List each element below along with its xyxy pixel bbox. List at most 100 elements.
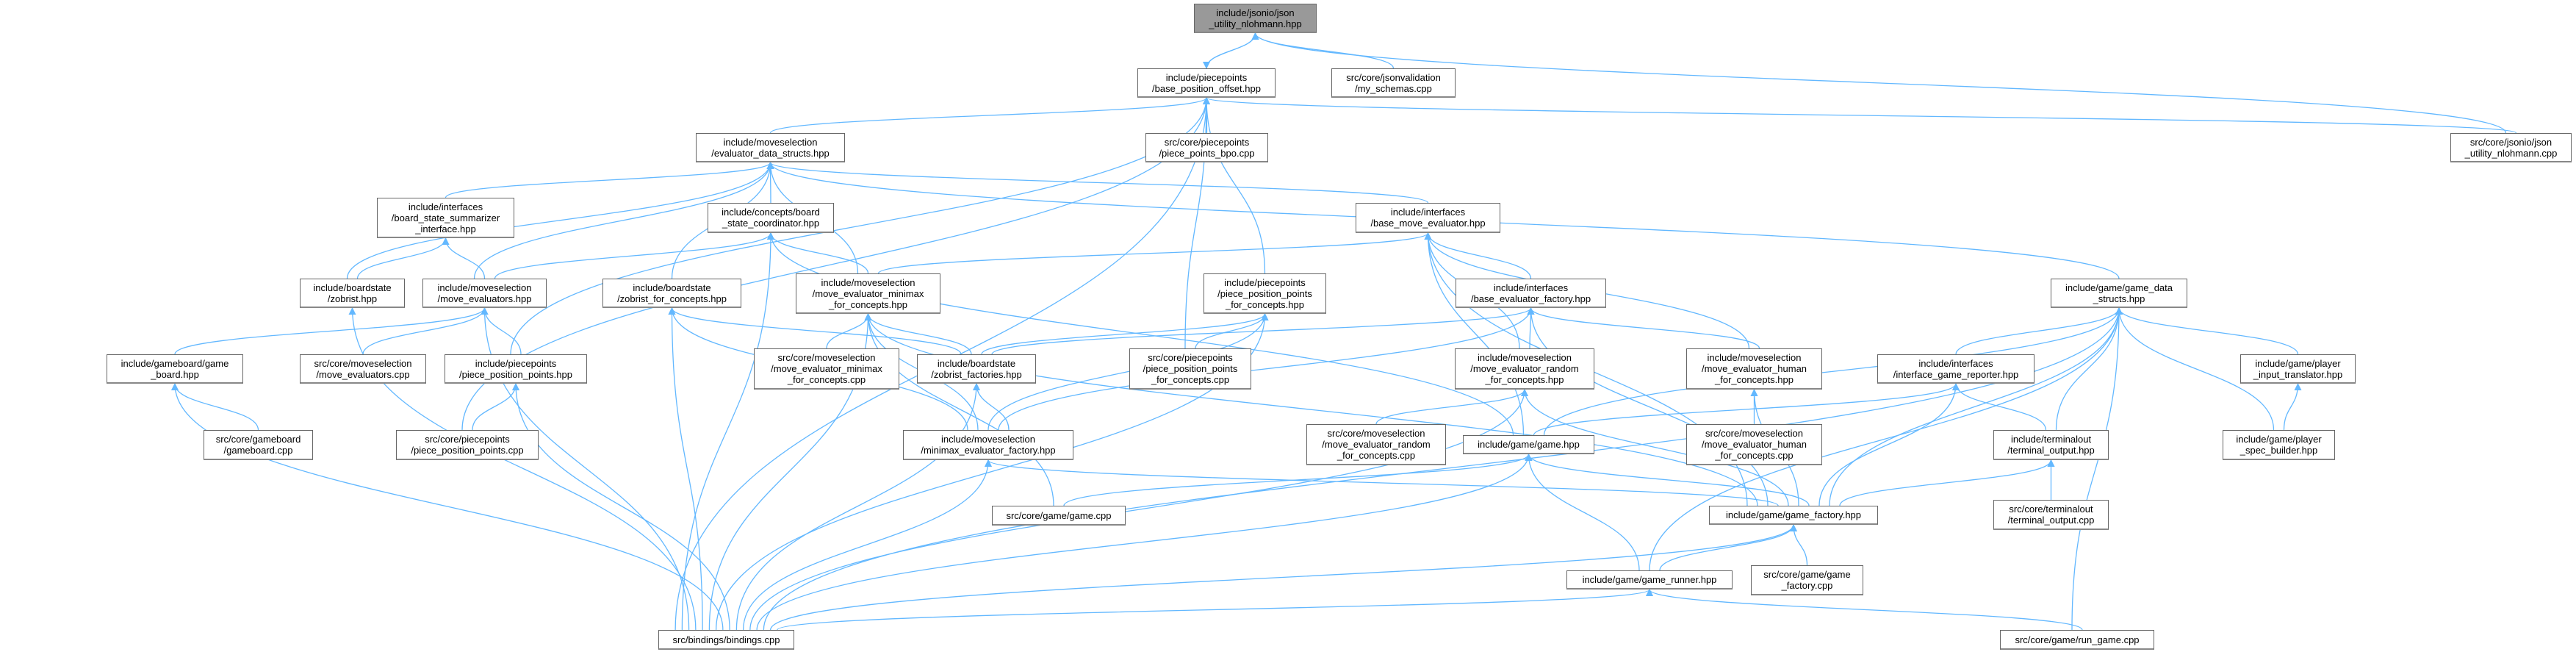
edge-bef-to-bme	[1424, 232, 1532, 279]
node-mmfc-cpp[interactable]: src/core/moveselection/move_evaluator_mi…	[754, 348, 899, 390]
edge-bme-to-eds	[766, 162, 1429, 204]
edge-bindings-to-mef	[742, 459, 992, 631]
edge-mmfc-hpp-to-coordinator	[767, 232, 869, 274]
node-hfc-cpp[interactable]: src/core/moveselection/move_evaluator_hu…	[1686, 424, 1822, 465]
edge-bindings-to-ppp-hpp	[512, 383, 730, 631]
node-mmfc-hpp[interactable]: include/moveselection/move_evaluator_min…	[796, 273, 940, 314]
edge-summarizer-to-eds	[445, 162, 774, 198]
node-spec[interactable]: include/game/player_spec_builder.hpp	[2223, 430, 2335, 460]
node-label-line: src/core/moveselection	[1327, 428, 1425, 439]
node-gds[interactable]: include/game/game_data_structs.hpp	[2051, 279, 2187, 308]
node-input-tr[interactable]: include/game/player_input_translator.hpp	[2240, 354, 2356, 384]
node-label-line: src/core/game/game	[1763, 569, 1851, 580]
node-label-line: /piece_points_bpo.cpp	[1159, 147, 1255, 159]
node-label-line: /move_evaluator_random	[1470, 363, 1579, 374]
node-rfc-cpp[interactable]: src/core/moveselection/move_evaluator_ra…	[1306, 424, 1446, 465]
node-label-line: include/piecepoints	[1165, 71, 1248, 83]
node-label-line: src/core/moveselection	[1705, 428, 1803, 439]
edge-json-cpp-to-json-hpp	[1251, 32, 2507, 134]
node-label-line: /piece_position_points.hpp	[459, 368, 572, 380]
edge-zf-to-mmfc-hpp	[864, 313, 972, 355]
node-gameboard-cpp[interactable]: src/core/gameboard/gameboard.cpp	[204, 430, 313, 460]
node-zobrist[interactable]: include/boardstate/zobrist.hpp	[300, 279, 405, 308]
node-gf-cpp[interactable]: src/core/game/game_factory.cpp	[1751, 565, 1863, 595]
node-label-line: _board.hpp	[151, 368, 199, 380]
node-label-line: /evaluator_data_structs.hpp	[711, 147, 830, 159]
node-label-line: _for_concepts.hpp	[1485, 374, 1564, 385]
node-runner[interactable]: include/game/game_runner.hpp	[1566, 570, 1733, 590]
edge-rfc-cpp-to-rfc-hpp	[1375, 389, 1528, 425]
edge-zf-to-zfc	[668, 307, 962, 355]
edge-bindings-to-zfc	[668, 307, 703, 631]
node-label-line: _utility_nlohmann.hpp	[1209, 18, 1302, 29]
node-bme[interactable]: include/interfaces/base_move_evaluator.h…	[1356, 203, 1500, 233]
node-label-line: src/core/moveselection	[314, 357, 412, 369]
node-label-line: /interface_game_reporter.hpp	[1893, 368, 2019, 380]
node-label-line: src/core/jsonvalidation	[1346, 71, 1441, 83]
node-label-line: _spec_builder.hpp	[2239, 445, 2318, 456]
edge-gameboard-to-mev-hpp	[174, 307, 489, 355]
node-label-line: /piece_position_points	[1217, 287, 1312, 299]
node-ppp-cpp[interactable]: src/core/piecepoints/piece_position_poin…	[396, 430, 539, 460]
node-reporter[interactable]: include/interfaces/interface_game_report…	[1877, 354, 2034, 384]
node-my-schemas[interactable]: src/core/jsonvalidation/my_schemas.cpp	[1331, 68, 1456, 98]
node-to-cpp[interactable]: src/core/terminalout/terminal_output.cpp	[1993, 500, 2109, 530]
node-bindings[interactable]: src/bindings/bindings.cpp	[658, 630, 794, 650]
node-ppp-hpp[interactable]: include/piecepoints/piece_position_point…	[445, 354, 587, 384]
node-gameboard[interactable]: include/gameboard/game_board.hpp	[107, 354, 243, 384]
node-to-hpp[interactable]: include/terminalout/terminal_output.hpp	[1993, 430, 2109, 460]
edge-reporter-to-gds	[1955, 307, 2123, 355]
edge-gf-hpp-to-game-hpp	[1525, 454, 1810, 506]
edge-game-hpp-to-gds	[1543, 307, 2123, 436]
edge-ppp-hpp-to-bpo-hpp	[510, 97, 1210, 355]
node-summarizer[interactable]: include/interfaces/board_state_summarize…	[377, 198, 514, 238]
node-label-line: include/terminalout	[2010, 434, 2092, 445]
edge-bindings-to-gf-hpp	[769, 524, 1797, 631]
node-hfc-hpp[interactable]: include/moveselection/move_evaluator_hum…	[1686, 348, 1822, 390]
node-pppfc-hpp[interactable]: include/piecepoints/piece_position_point…	[1204, 273, 1326, 314]
edge-mmfc-hpp-to-bme	[877, 232, 1432, 274]
node-game-hpp[interactable]: include/game/game.hpp	[1463, 435, 1594, 454]
edge-gameboard-cpp-to-gameboard	[171, 383, 259, 431]
node-label-line: /move_evaluator_minimax	[812, 287, 924, 299]
node-mef[interactable]: include/moveselection/minimax_evaluator_…	[903, 430, 1073, 460]
edge-zobrist-to-eds	[346, 162, 774, 279]
node-label-line: /piece_position_points.cpp	[411, 445, 524, 456]
node-coordinator[interactable]: include/concepts/board_state_coordinator…	[708, 203, 834, 233]
node-label-line: include/piecepoints	[475, 357, 557, 369]
edge-gf-hpp-to-mmfc-hpp	[864, 313, 1758, 506]
edge-runner-to-gds	[1649, 307, 2123, 571]
edge-zf-to-bef	[991, 307, 1535, 355]
node-rfc-hpp[interactable]: include/moveselection/move_evaluator_ran…	[1455, 348, 1594, 390]
node-json-hpp: include/jsonio/json_utility_nlohmann.hpp	[1194, 4, 1317, 33]
edge-ppp-cpp-to-ppp-hpp	[472, 383, 519, 431]
node-label-line: /move_evaluator_minimax	[771, 363, 882, 374]
edge-runner-to-gf-hpp	[1659, 524, 1797, 571]
node-bpo-cpp[interactable]: src/core/piecepoints/piece_points_bpo.cp…	[1145, 133, 1268, 162]
node-zf[interactable]: include/boardstate/zobrist_factories.hpp	[917, 354, 1036, 384]
edge-spec-to-input-tr	[2283, 383, 2302, 431]
node-pppfc-cpp[interactable]: src/core/piecepoints/piece_position_poin…	[1129, 348, 1251, 390]
edge-gf-hpp-to-gds	[1829, 307, 2123, 506]
node-gf-hpp[interactable]: include/game/game_factory.hpp	[1709, 506, 1878, 525]
node-eds[interactable]: include/moveselection/evaluator_data_str…	[696, 133, 845, 162]
node-bef[interactable]: include/interfaces/base_evaluator_factor…	[1456, 279, 1606, 308]
node-label-line: include/boardstate	[937, 357, 1016, 369]
node-zfc[interactable]: include/boardstate/zobrist_for_concepts.…	[602, 279, 741, 308]
node-run-game[interactable]: src/core/game/run_game.cpp	[2000, 630, 2154, 650]
node-label-line: include/moveselection	[821, 276, 915, 288]
node-game-cpp[interactable]: src/core/game/game.cpp	[992, 506, 1126, 526]
node-label-line: /piece_position_points	[1143, 363, 1238, 374]
node-json-cpp[interactable]: src/core/jsonio/json_utility_nlohmann.cp…	[2450, 133, 2572, 162]
node-label-line: include/moveselection	[1478, 352, 1572, 363]
node-mev-cpp[interactable]: src/core/moveselection/move_evaluators.c…	[300, 354, 426, 384]
edge-gf-hpp-to-bef	[1527, 307, 1769, 506]
edge-gf-hpp-to-mef	[985, 459, 1779, 506]
node-label-line: /gameboard.cpp	[223, 445, 293, 456]
node-label-line: include/game/game_runner.hpp	[1582, 574, 1717, 585]
node-label-line: /base_position_offset.hpp	[1152, 82, 1261, 94]
node-bpo-hpp[interactable]: include/piecepoints/base_position_offset…	[1137, 68, 1276, 98]
node-mev-hpp[interactable]: include/moveselection/move_evaluators.hp…	[422, 279, 547, 308]
node-label-line: /minimax_evaluator_factory.hpp	[921, 445, 1056, 456]
